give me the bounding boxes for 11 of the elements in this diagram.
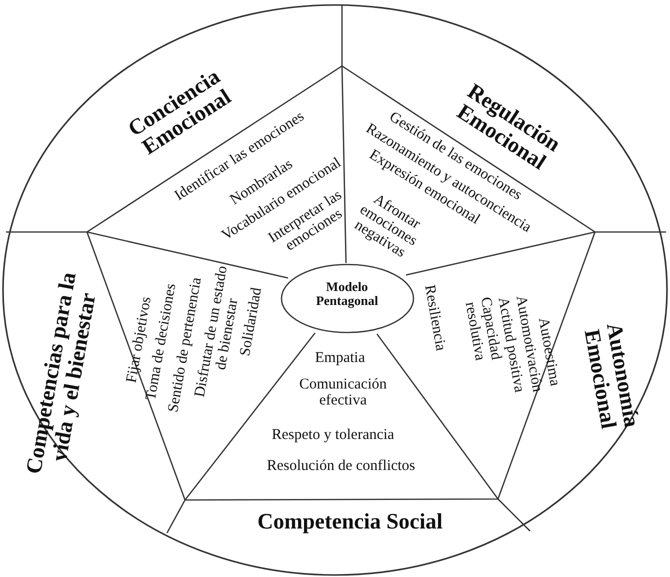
center-ellipse — [280, 263, 415, 334]
competency-item: Resolución de conflictos — [266, 459, 416, 475]
competency-item: Respeto y tolerancia — [272, 428, 394, 444]
competency-item: Resiliencia — [420, 284, 448, 352]
competency-item: Empatia — [315, 351, 365, 367]
competency-item: Comunicación efectiva — [298, 377, 388, 409]
sector-title: Competencia Social — [257, 509, 443, 533]
sector-title: Autonomía Emocional — [578, 320, 646, 433]
sector-title: Competencias para la vida y el bienestar — [20, 269, 102, 478]
model-title: Modelo Pentagonal — [314, 280, 380, 309]
competency-item: Solidaridad — [238, 286, 266, 358]
